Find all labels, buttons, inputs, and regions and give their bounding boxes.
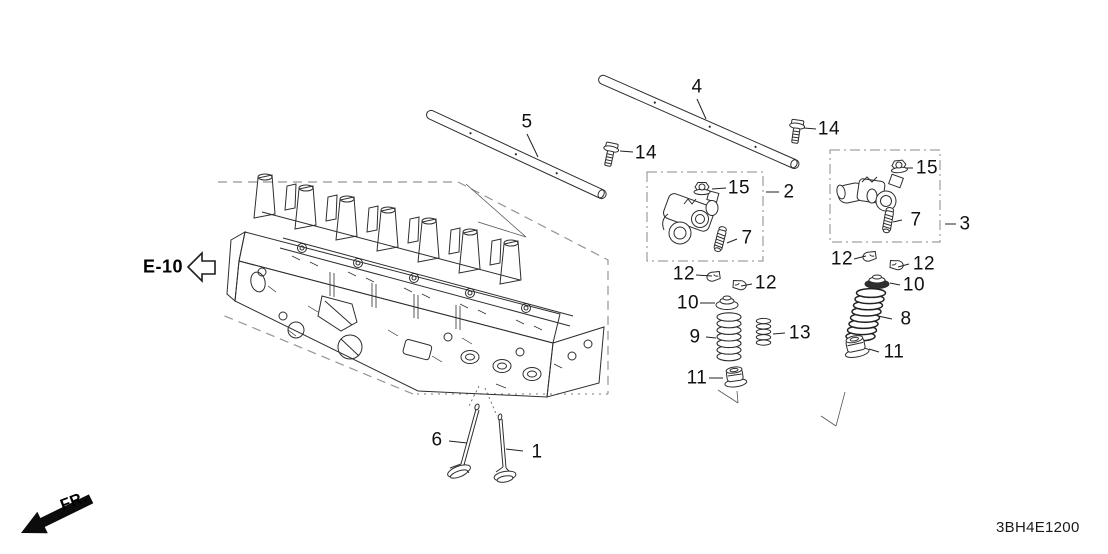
callout-14: 14 <box>817 118 841 140</box>
callout-15: 15 <box>727 177 751 199</box>
pointer-lines <box>465 183 846 427</box>
bolt-14-left-drawing <box>599 141 621 168</box>
callout-9: 9 <box>689 326 701 348</box>
callout-2: 2 <box>783 181 795 203</box>
callout-15: 15 <box>915 157 939 179</box>
spring-13-drawing <box>755 317 772 346</box>
rocker-assembly-3-drawing <box>836 173 904 212</box>
retainer-10-right-drawing <box>864 274 890 289</box>
callout-12: 12 <box>830 248 854 270</box>
e10-arrow-icon <box>186 251 216 283</box>
rocker-assembly-2-box <box>646 171 764 262</box>
rocker-shaft-5-drawing <box>426 109 607 200</box>
valve-1-drawing <box>493 413 517 483</box>
callout-14: 14 <box>634 142 658 164</box>
fr-arrow-icon <box>21 494 94 534</box>
callout-7: 7 <box>741 227 753 249</box>
seal-11-right-drawing <box>844 335 870 359</box>
callout-10: 10 <box>902 274 926 296</box>
callout-1: 1 <box>531 441 543 463</box>
view-boundary <box>218 181 609 395</box>
valve-spring-9-drawing <box>716 312 742 362</box>
callout-12: 12 <box>754 272 778 294</box>
callout-12: 12 <box>672 263 696 285</box>
callout-5: 5 <box>521 111 533 133</box>
valve-6-drawing <box>447 403 480 479</box>
diagram-code: 3BH4E1200 <box>996 519 1080 536</box>
callout-12: 12 <box>912 253 936 275</box>
callout-3: 3 <box>959 213 971 235</box>
callout-4: 4 <box>691 76 703 98</box>
adjuster-7-left-drawing <box>712 225 728 253</box>
nut-15-right-drawing <box>889 159 909 174</box>
callout-13: 13 <box>788 322 812 344</box>
cotter-12-drawing <box>705 270 722 283</box>
callout-10: 10 <box>676 292 700 314</box>
nut-15-left-drawing <box>693 182 711 196</box>
callout-6: 6 <box>431 429 443 451</box>
cylinder-head-drawing <box>226 173 605 398</box>
leader-lines <box>448 98 956 452</box>
rocker-shaft-4-drawing <box>598 74 800 169</box>
rocker-assembly-3-box <box>829 149 941 243</box>
valve-spring-8-drawing <box>845 287 887 342</box>
cotter-12-drawing <box>888 259 905 271</box>
assembly-boxes <box>646 149 941 262</box>
callout-7: 7 <box>910 209 922 231</box>
callout-11: 11 <box>686 367 708 389</box>
callout-8: 8 <box>900 308 912 330</box>
bolt-14-right-drawing <box>786 118 806 145</box>
rocker-assembly-2-drawing <box>662 190 720 245</box>
retainer-10-left-drawing <box>715 295 739 310</box>
reference-label: E-10 <box>142 256 184 277</box>
callout-11: 11 <box>883 341 905 363</box>
seal-11-left-drawing <box>724 366 748 388</box>
